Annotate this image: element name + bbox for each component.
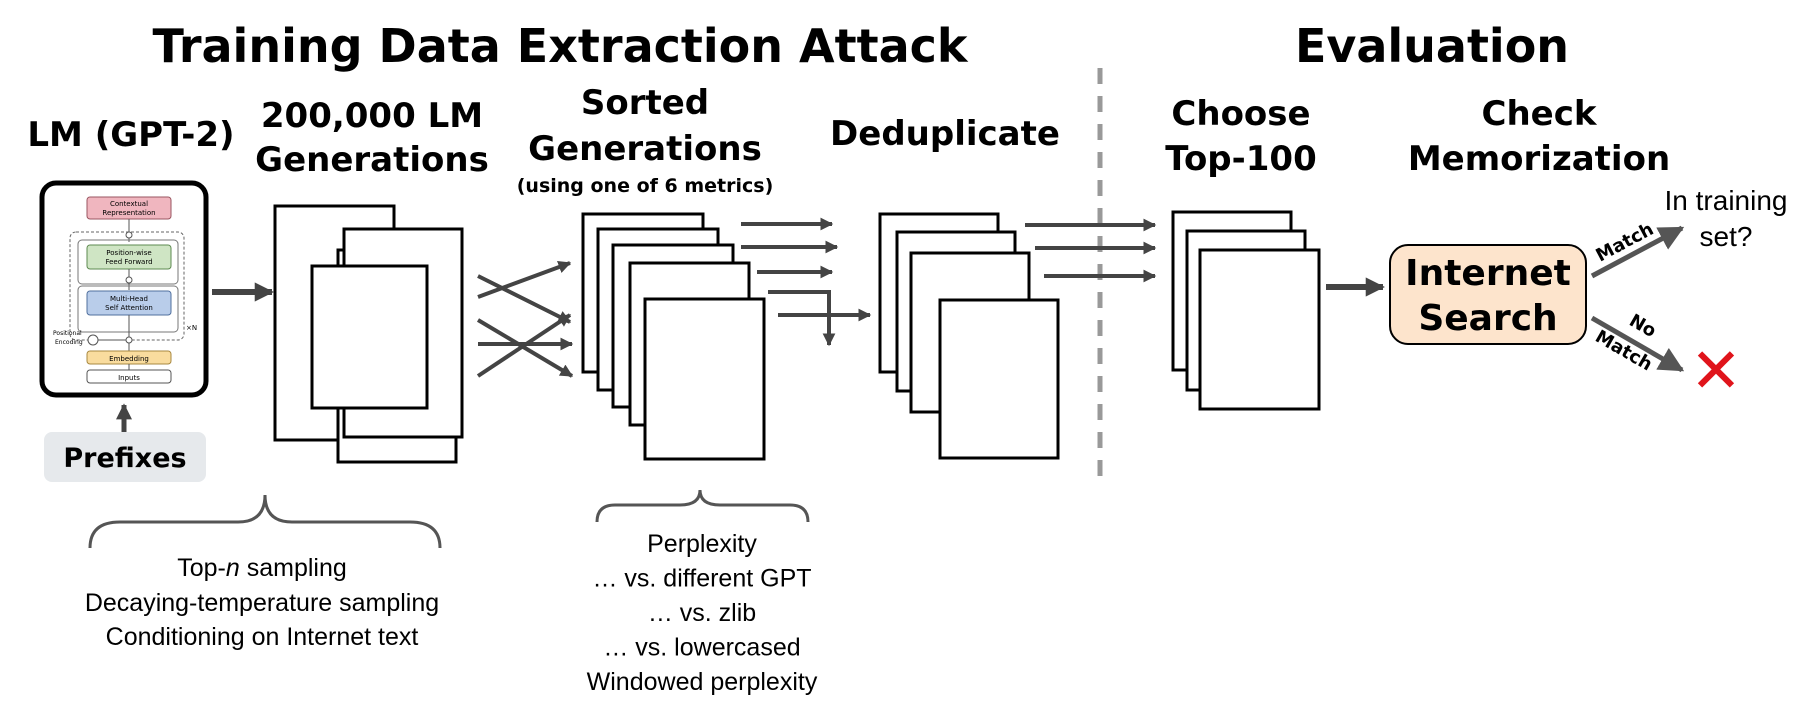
- nomatch-arrow: [1590, 315, 1685, 373]
- contextual-label: Contextual: [110, 200, 148, 208]
- crossing-arrows: [476, 260, 574, 378]
- check-heading-line1: Check: [1482, 94, 1598, 134]
- attention-label-1: Multi-Head: [110, 295, 148, 303]
- no-label: No: [1626, 310, 1660, 342]
- sampling-suffix: sampling: [240, 554, 347, 582]
- rejected-x-icon: ✕: [1690, 334, 1742, 407]
- lm-heading: LM (GPT-2): [27, 115, 234, 155]
- metric-item: Perplexity: [647, 530, 757, 558]
- embedding-label: Embedding: [109, 355, 149, 363]
- generations-heading-line2: Generations: [255, 140, 489, 180]
- sampling-line1: Top-n sampling: [177, 554, 347, 582]
- sampling-line3: Conditioning on Internet text: [106, 623, 419, 651]
- choose-heading-line2: Top-100: [1165, 139, 1316, 179]
- transformer-model: Contextual Representation Position-wise …: [39, 180, 209, 398]
- prefixes-box: [44, 432, 206, 482]
- sampling-prefix: Top-: [177, 554, 226, 582]
- metric-item: … vs. zlib: [648, 599, 756, 627]
- dedup-heading: Deduplicate: [830, 114, 1060, 154]
- sorted-heading-line2: Generations: [528, 129, 762, 169]
- check-heading-line2: Memorization: [1408, 139, 1670, 179]
- generations-heading-line1: 200,000 LM: [261, 96, 483, 136]
- sorted-to-dedup-arrows: [741, 217, 872, 347]
- metric-item: … vs. different GPT: [592, 565, 811, 593]
- dedup-to-choose-arrows: [1025, 218, 1157, 283]
- metric-item: … vs. lowercased: [603, 634, 800, 662]
- attack-title: Training Data Extraction Attack: [153, 19, 969, 73]
- representation-label: Representation: [102, 209, 155, 217]
- metrics-brace: [595, 489, 810, 523]
- sampling-n: n: [226, 554, 240, 582]
- inputs-label: Inputs: [118, 374, 140, 382]
- evaluation-title: Evaluation: [1295, 19, 1569, 73]
- sorted-pages: [581, 212, 766, 461]
- internet-search-line1: Internet: [1405, 253, 1571, 294]
- generation-pages: [273, 204, 464, 464]
- attention-label-2: Self Attention: [105, 304, 153, 312]
- internet-search-box: [1389, 244, 1587, 345]
- prefixes-label: Prefixes: [63, 443, 186, 474]
- dedup-pages: [878, 212, 1060, 460]
- training-set-line1: In training: [1665, 185, 1788, 216]
- internet-search-line2: Search: [1418, 298, 1557, 339]
- sampling-brace: [88, 494, 442, 549]
- positional-label-1: Positional: [53, 330, 82, 337]
- metrics-list: Perplexity … vs. different GPT … vs. zlib ……: [587, 530, 818, 696]
- inputs-block: [86, 369, 172, 384]
- choose-heading-line1: Choose: [1171, 94, 1310, 134]
- top100-pages: [1171, 210, 1321, 411]
- training-set-line2: set?: [1700, 221, 1753, 252]
- match-arrow: [1590, 225, 1685, 279]
- nx-label: ×N: [186, 324, 197, 332]
- positional-label-2: Encoding: [55, 339, 83, 346]
- metric-item: Windowed perplexity: [587, 668, 818, 696]
- feedforward-label-2: Feed Forward: [105, 258, 152, 266]
- sorted-subheading: (using one of 6 metrics): [517, 175, 774, 197]
- feedforward-label-1: Position-wise: [106, 249, 151, 257]
- sorted-heading-line1: Sorted: [581, 83, 709, 123]
- sampling-line2: Decaying-temperature sampling: [85, 589, 439, 617]
